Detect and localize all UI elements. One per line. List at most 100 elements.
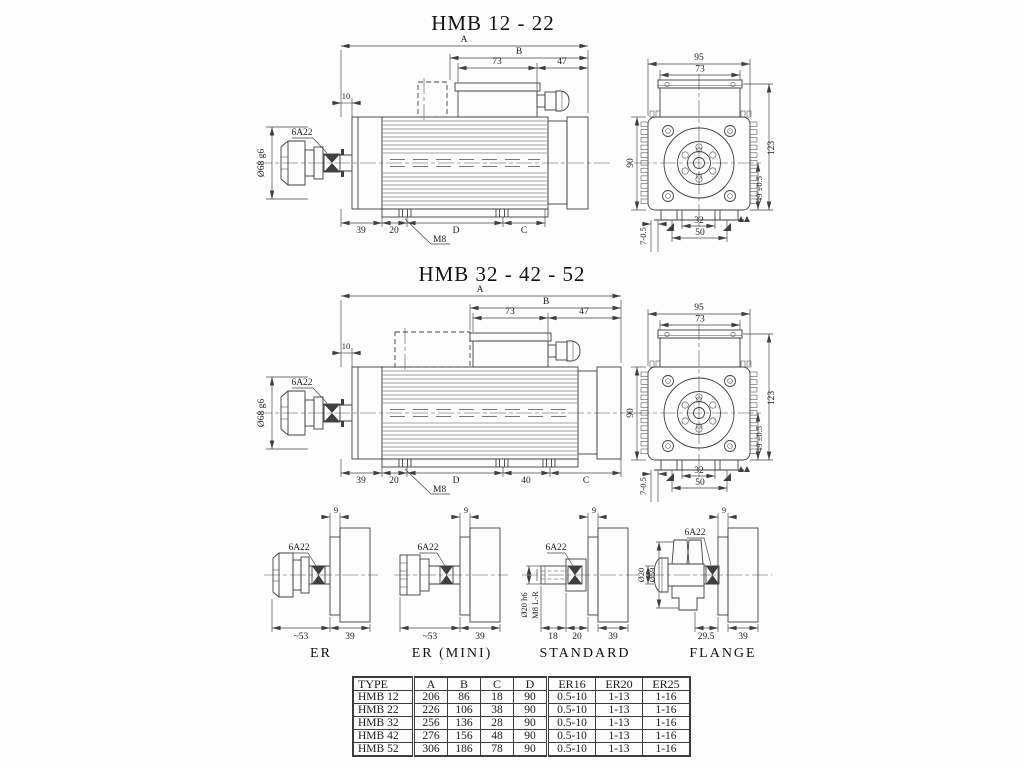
- col-header-er20: ER20: [595, 676, 643, 691]
- end-view-flange: 6A22 Ø20 Ø59 9 29.5 39 FLANGE: [636, 505, 772, 661]
- cell-value: 0.5-10: [546, 742, 596, 757]
- end-view-label-er: ER: [310, 646, 332, 661]
- col-header-er16: ER16: [546, 676, 596, 691]
- cell-value: 0.5-10: [546, 729, 596, 743]
- cooling-fins: [383, 120, 547, 206]
- cell-value: 1-16: [642, 703, 691, 717]
- col-header-er25: ER25: [642, 676, 691, 691]
- dim-d: D: [453, 476, 460, 486]
- collet-key-label: 6A22: [291, 378, 312, 388]
- dim-10: 10: [342, 91, 351, 101]
- end-view-label-er-mini: ER (MINI): [412, 646, 493, 661]
- cell-value: 90: [513, 729, 548, 743]
- cell-value: 0.5-10: [546, 716, 596, 730]
- dim-50: 50: [695, 228, 705, 238]
- dim-123: 123: [767, 141, 777, 156]
- title-hmb-32-42-52: HMB 32 - 42 - 52: [418, 262, 585, 286]
- cell-value: 1-16: [642, 690, 691, 704]
- collet-key-label: 6A22: [291, 128, 312, 138]
- dim-d: D: [453, 226, 460, 236]
- collet-key-label: 6A22: [288, 543, 309, 553]
- dim-shaft-dia: Ø20 h6: [519, 592, 529, 617]
- dim-39: 39: [345, 632, 355, 642]
- dim-39: 39: [738, 632, 748, 642]
- dim-95: 95: [694, 53, 704, 63]
- dim-9: 9: [464, 505, 468, 515]
- bolt-circle-holes: [681, 143, 717, 183]
- cell-value: 38: [480, 703, 514, 717]
- cell-value: 90: [513, 703, 548, 717]
- dim-20: 20: [389, 226, 399, 236]
- foot-slots: [398, 209, 509, 217]
- bolt-circle-holes: [681, 393, 717, 433]
- col-header-b: B: [447, 676, 481, 691]
- dim-73: 73: [695, 315, 705, 325]
- dim-53: ~53: [294, 632, 309, 642]
- end-view-label-flange: FLANGE: [689, 646, 756, 661]
- cell-value: 18: [480, 690, 514, 704]
- dim-9: 9: [592, 505, 596, 515]
- cell-value: 0.5-10: [546, 703, 596, 717]
- end-view-er-mini: 6A22 9 ~53 39 ER (MINI): [394, 505, 508, 661]
- dim-53: ~53: [423, 632, 438, 642]
- spindle-nose: 6A22 Ø68 g6 10: [257, 300, 383, 460]
- dim-20: 20: [572, 632, 582, 642]
- end-view-er: 6A22 9 ~53 39 ER: [264, 505, 378, 661]
- col-header-a: A: [412, 676, 448, 691]
- dim-a: A: [477, 285, 484, 295]
- cell-value: 156: [447, 729, 481, 743]
- thread-m8-label: M8: [433, 235, 446, 245]
- cell-value: 86: [447, 690, 481, 704]
- collet-key-label: 6A22: [545, 543, 566, 553]
- dim-flange-dia: Ø59: [647, 568, 657, 583]
- col-header-d: D: [513, 676, 548, 691]
- front-view-hmb-32-42-52: 95 73 90 123 49 ±0.5 32 50 7-0.5: [626, 303, 777, 502]
- cell-value: 1-13: [595, 703, 643, 717]
- title-hmb-12-22: HMB 12 - 22: [431, 11, 555, 35]
- cell-value: 90: [513, 690, 548, 704]
- collet-key-label: 6A22: [417, 543, 438, 553]
- col-header-type: TYPE: [352, 676, 414, 691]
- side-view-hmb-32-42-52: A B 73 47 39 20 D 40 C M8: [256, 285, 642, 495]
- cell-value: 1-16: [642, 742, 691, 757]
- dim-90: 90: [626, 408, 636, 418]
- dim-39: 39: [356, 476, 366, 486]
- dim-47: 47: [579, 307, 589, 317]
- dim-b: B: [543, 297, 549, 307]
- cell-type: HMB 42: [352, 729, 414, 743]
- dim-40: 40: [521, 476, 531, 486]
- spindle-nose: 6A22 Ø68 g6 10: [257, 50, 383, 210]
- dim-95: 95: [694, 303, 704, 313]
- cell-value: 106: [447, 703, 481, 717]
- dim-39: 39: [475, 632, 485, 642]
- dim-c: C: [521, 226, 527, 236]
- dim-9: 9: [334, 505, 338, 515]
- dim-shaft-dia: Ø68 g6: [257, 399, 267, 427]
- cell-type: HMB 52: [352, 742, 414, 757]
- cell-value: 306: [412, 742, 448, 757]
- dim-73: 73: [505, 307, 515, 317]
- cell-value: 206: [412, 690, 448, 704]
- dim-73: 73: [695, 65, 705, 75]
- front-view-hmb-12-22: 95 73 90 123 49 ±0.5 32 50 7-0.5: [626, 53, 777, 252]
- cell-value: 1-13: [595, 742, 643, 757]
- end-view-standard: 6A22 9 Ø20 h6 M8 L-R 18 20 39 STANDARD: [519, 505, 638, 661]
- dim-47: 47: [557, 57, 567, 67]
- dim-90: 90: [626, 158, 636, 168]
- cell-value: 1-13: [595, 729, 643, 743]
- cell-value: 1-13: [595, 690, 643, 704]
- dim-39: 39: [356, 226, 366, 236]
- cell-value: 28: [480, 716, 514, 730]
- cell-value: 1-13: [595, 716, 643, 730]
- dim-10: 10: [342, 341, 351, 351]
- dim-29-5: 29.5: [698, 632, 715, 642]
- thread-m8-label: M8: [433, 485, 446, 495]
